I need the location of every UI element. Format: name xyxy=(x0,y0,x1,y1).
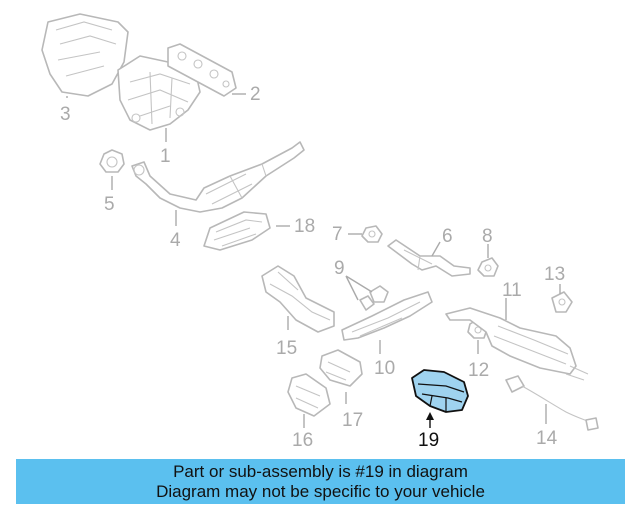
part-13-hanger-bracket[interactable] xyxy=(551,291,573,313)
callout-19[interactable]: 19 xyxy=(418,430,439,451)
part-4-front-pipe-catalytic-converter[interactable] xyxy=(131,141,305,213)
callout-13[interactable]: 13 xyxy=(544,264,565,285)
part-18-heat-shield[interactable] xyxy=(203,211,271,251)
callout-5[interactable]: 5 xyxy=(104,194,115,215)
callout-15[interactable]: 15 xyxy=(276,338,297,359)
part-1-exhaust-manifold[interactable] xyxy=(117,55,201,131)
part-19-heat-shield-highlighted[interactable] xyxy=(411,369,469,413)
callout-10[interactable]: 10 xyxy=(374,358,395,379)
callout-7[interactable]: 7 xyxy=(332,224,343,245)
leader-6 xyxy=(431,241,441,257)
part-5-gasket[interactable] xyxy=(99,149,125,173)
callout-3[interactable]: 3 xyxy=(60,104,71,125)
callout-18[interactable]: 18 xyxy=(294,216,315,237)
part-3-engine-cover[interactable] xyxy=(41,13,129,97)
callout-8[interactable]: 8 xyxy=(482,226,493,247)
callout-4[interactable]: 4 xyxy=(170,230,181,251)
callout-12[interactable]: 12 xyxy=(468,360,489,381)
callout-11[interactable]: 11 xyxy=(502,280,522,301)
callout-1[interactable]: 1 xyxy=(160,146,171,167)
part-2-manifold-gasket[interactable] xyxy=(167,43,237,97)
callout-14[interactable]: 14 xyxy=(536,428,558,449)
callout-6[interactable]: 6 xyxy=(442,226,453,247)
part-6-center-pipe-resonator[interactable] xyxy=(387,239,471,277)
part-14-oxygen-sensor[interactable] xyxy=(505,375,599,431)
part-10-heat-shield[interactable] xyxy=(341,291,433,341)
callout-16[interactable]: 16 xyxy=(292,430,313,451)
part-8-hanger[interactable] xyxy=(477,257,499,277)
callout-2[interactable]: 2 xyxy=(250,84,261,105)
part-15-tunnel-heat-shield[interactable] xyxy=(261,265,335,333)
part-17-heat-shield[interactable] xyxy=(319,349,363,387)
leader-9 xyxy=(345,275,373,301)
part-9-hanger-brackets[interactable] xyxy=(359,285,389,311)
callout-17[interactable]: 17 xyxy=(342,410,363,431)
info-banner: Part or sub-assembly is #19 in diagram D… xyxy=(16,459,625,504)
banner-line-part: Part or sub-assembly is #19 in diagram xyxy=(173,462,468,481)
part-11-rear-muffler[interactable] xyxy=(445,307,589,381)
callout-9[interactable]: 9 xyxy=(334,258,345,279)
part-7-clamp[interactable] xyxy=(361,225,383,243)
leader-19-arrow xyxy=(426,412,434,420)
banner-line-disclaimer: Diagram may not be specific to your vehi… xyxy=(156,482,485,501)
part-16-heat-shield-bracket[interactable] xyxy=(287,373,331,417)
